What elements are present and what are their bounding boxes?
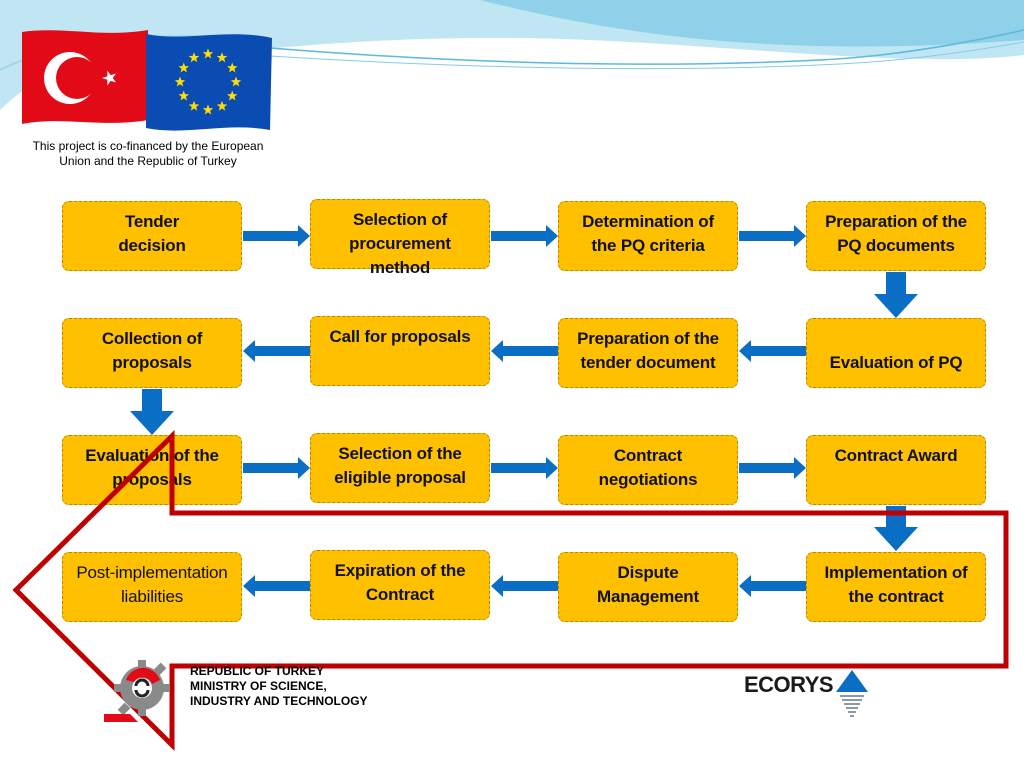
step-selection-of-procurement-method: Selection of procurement method: [310, 199, 490, 277]
arrow-right-icon: [491, 457, 558, 479]
eu-star-icon: [188, 52, 200, 63]
step-post-implementation-liabilities: Post-implementation liabilities: [62, 552, 242, 622]
arrow-down-icon: [130, 389, 174, 435]
eu-star-icon: [178, 62, 189, 73]
step-label: liabilities: [120, 587, 184, 606]
ministry-name: REPUBLIC OF TURKEY MINISTRY OF SCIENCE, …: [190, 664, 368, 709]
step-label: Determination of: [582, 212, 714, 231]
step-label: the contract: [848, 587, 944, 606]
step-preparation-of-pq-documents: Preparation of the PQ documents: [806, 201, 986, 271]
eu-star-icon: [202, 104, 214, 115]
step-determination-of-pq-criteria: Determination of the PQ criteria: [558, 201, 738, 271]
arrow-left-icon: [491, 575, 558, 597]
step-collection-of-proposals: Collection of proposals: [62, 318, 242, 388]
eu-star-icon: [216, 100, 228, 111]
eu-star-icon: [216, 52, 228, 63]
step-call-for-proposals: Call for proposals: [310, 316, 490, 386]
step-label: Expiration of the: [334, 561, 466, 580]
step-label: the PQ criteria: [591, 236, 705, 255]
step-label: Management: [597, 587, 699, 606]
step-preparation-of-tender-document: Preparation of the tender document: [558, 318, 738, 388]
step-label: Call for proposals: [329, 327, 471, 346]
ministry-line3: INDUSTRY AND TECHNOLOGY: [190, 694, 368, 708]
arrow-left-icon: [243, 340, 310, 362]
arrow-right-icon: [491, 225, 558, 247]
eu-star-icon: [178, 90, 189, 101]
step-tender-decision: Tender decision: [62, 201, 242, 271]
arrow-right-icon: [739, 225, 806, 247]
eu-star-icon: [202, 48, 214, 59]
arrow-right-icon: [243, 457, 310, 479]
step-implementation-of-contract: Implementation of the contract: [806, 552, 986, 622]
eu-flag-icon: [146, 34, 272, 131]
arrow-left-icon: [243, 575, 310, 597]
step-evaluation-of-proposals: Evaluation of the proposals: [62, 435, 242, 505]
step-label: Evaluation of PQ: [829, 353, 963, 372]
step-contract-negotiations: Contract negotiations: [558, 435, 738, 505]
arrow-left-icon: [739, 575, 806, 597]
arrow-right-icon: [739, 457, 806, 479]
step-evaluation-of-pq: Evaluation of PQ: [806, 318, 986, 388]
step-label: Contract Award: [834, 446, 958, 465]
step-label: proposals: [112, 470, 192, 489]
eu-star-icon: [227, 62, 238, 73]
step-label: Selection of: [353, 210, 447, 229]
ministry-line2: MINISTRY OF SCIENCE,: [190, 679, 327, 693]
step-label: Post-implementation: [76, 563, 228, 582]
step-label: Tender: [124, 212, 180, 231]
ministry-line1: REPUBLIC OF TURKEY: [190, 664, 325, 678]
eu-star-icon: [174, 76, 186, 87]
step-contract-award: Contract Award: [806, 435, 986, 505]
step-label: eligible proposal: [334, 468, 466, 487]
step-selection-of-eligible-proposal: Selection of the eligible proposal: [310, 433, 490, 503]
step-label: Dispute: [617, 563, 679, 582]
ecorys-wordmark: ECORYS: [744, 672, 834, 697]
cofinance-line2: Union and the Republic of Turkey: [59, 154, 237, 168]
step-label: Preparation of the: [825, 212, 967, 231]
turkey-flag-icon: [22, 30, 148, 124]
step-label: Evaluation of the: [85, 446, 219, 465]
step-label: procurement: [349, 234, 451, 253]
step-label: Contract: [365, 585, 435, 604]
eu-star-icon: [188, 100, 200, 111]
ecorys-logo-icon: [836, 670, 868, 717]
step-label: tender document: [580, 353, 716, 372]
ministry-gear-logo-icon: [104, 660, 170, 722]
arrow-right-icon: [243, 225, 310, 247]
step-label: PQ documents: [837, 236, 955, 255]
step-label: Preparation of the: [577, 329, 719, 348]
step-label: Implementation of: [824, 563, 968, 582]
step-label: Collection of: [101, 329, 203, 348]
step-label: proposals: [112, 353, 192, 372]
step-label: method: [369, 258, 431, 277]
arrow-down-icon: [874, 272, 918, 318]
cofinance-note: This project is co-financed by the Europ…: [14, 139, 282, 169]
step-label: negotiations: [598, 470, 698, 489]
eu-star-icon: [230, 76, 242, 87]
arrow-left-icon: [739, 340, 806, 362]
step-label: Selection of the: [338, 444, 462, 463]
step-label: Contract: [613, 446, 683, 465]
arrow-down-icon: [874, 506, 918, 551]
cofinance-line1: This project is co-financed by the Europ…: [32, 139, 264, 153]
arrow-left-icon: [491, 340, 558, 362]
step-label: decision: [118, 236, 186, 255]
eu-star-icon: [227, 90, 238, 101]
